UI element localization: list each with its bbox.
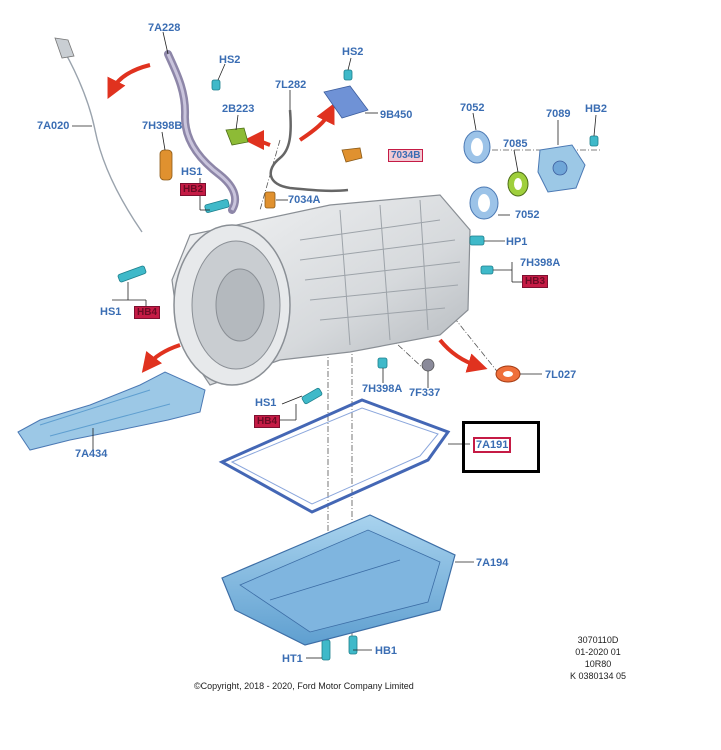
drawing-reference: 3070110D 01-2020 01 10R80 K 0380134 05 [560,634,636,682]
label-7A191: 7A191 [473,437,512,453]
redacted-tag-7H398A: HB3 [522,275,549,288]
gasket-7A191 [218,398,451,514]
sensor-7H398B [159,149,173,181]
label-7A020: 7A020 [37,120,70,132]
drawing-ref-line-4: K 0380134 05 [569,671,627,681]
label-HB2: HB2 [585,103,608,115]
drawing-ref-line-3: 10R80 [584,659,612,669]
label-7H398A-right: 7H398A [520,257,561,269]
label-7052-top: 7052 [460,102,485,114]
harness-7L282 [269,109,349,193]
label-HS2-right: HS2 [342,46,364,58]
part-7034A [264,191,276,209]
transmission-case [171,194,471,386]
label-7085: 7085 [503,138,528,150]
label-7F337: 7F337 [409,387,441,399]
drawing-ref-line-2: 01-2020 01 [575,647,621,657]
label-2B223: 2B223 [222,103,255,115]
fasteners [117,69,599,661]
direction-arrows [107,63,488,373]
label-7L027: 7L027 [545,369,577,381]
redacted-tag-7034B: 7034B [388,149,424,162]
bracket-2B223 [225,127,249,146]
label-7A228: 7A228 [148,22,181,34]
label-7034A: 7034A [288,194,321,206]
copyright-notice: ©Copyright, 2018 - 2020, Ford Motor Comp… [194,681,414,691]
label-HT1: HT1 [282,653,303,665]
part-7F337 [421,358,435,372]
dipstick-tube-7A020 [59,43,143,233]
label-HS1-a: HS1 [181,166,203,178]
dipstick-handle [54,37,75,59]
redacted-tag-HS1-b: HB4 [134,306,161,319]
highlight-box-7A191 [462,421,540,473]
label-7089: 7089 [546,108,571,120]
drawing-ref-line-1: 3070110D [577,635,619,645]
label-HB1: HB1 [375,645,398,657]
plate-9B450 [323,85,369,119]
label-7052-mid: 7052 [515,209,540,221]
redacted-tag-HS1-c: HB4 [254,415,281,428]
label-7H398B: 7H398B [142,120,183,132]
plug-7034B [341,147,363,163]
label-7A194: 7A194 [476,557,509,569]
label-HS1-b: HS1 [100,306,122,318]
oil-pan-7A194 [221,514,456,646]
redacted-tag-HS1-a: HB2 [180,183,207,196]
label-9B450: 9B450 [380,109,413,121]
label-7H398A-bottom: 7H398A [362,383,403,395]
label-7L282: 7L282 [275,79,307,91]
label-7A434: 7A434 [75,448,108,460]
label-HP1: HP1 [506,236,528,248]
label-HS1-c: HS1 [255,397,277,409]
label-HS2-top: HS2 [219,54,241,66]
shield-7A434 [17,371,206,451]
